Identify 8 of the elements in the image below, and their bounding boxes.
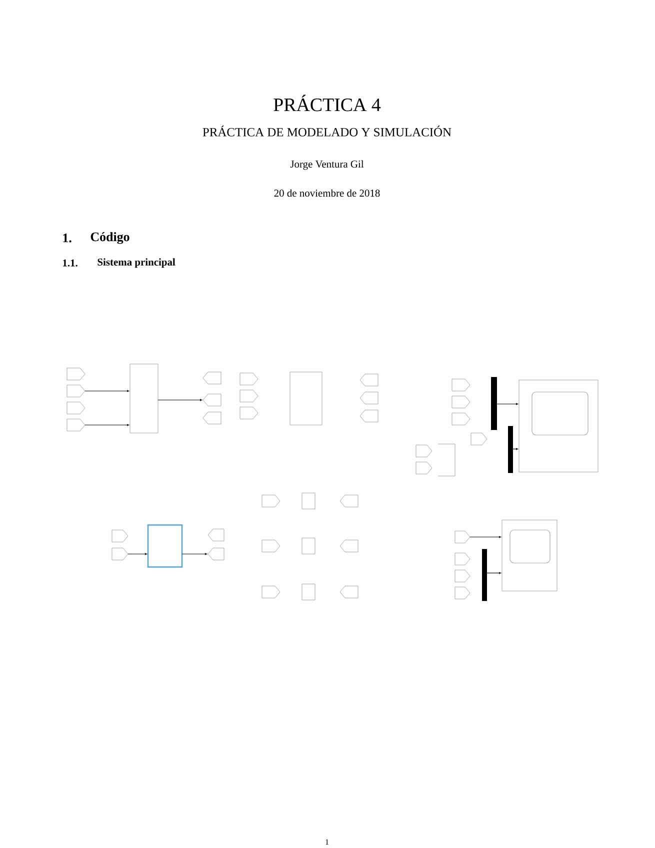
date: 20 de noviembre de 2018: [274, 189, 380, 197]
section-heading: Código: [90, 232, 130, 244]
section-number: 1.: [63, 234, 72, 242]
subtitle: PRÁCTICA DE MODELADO Y SIMULACIÓN: [202, 126, 452, 136]
subsection-number: 1.1.: [63, 259, 78, 267]
subsection-heading: Sistema principal: [98, 258, 176, 268]
author: Jorge Ventura Gil: [290, 160, 364, 170]
title: PRÁCTICA 4: [274, 94, 381, 112]
